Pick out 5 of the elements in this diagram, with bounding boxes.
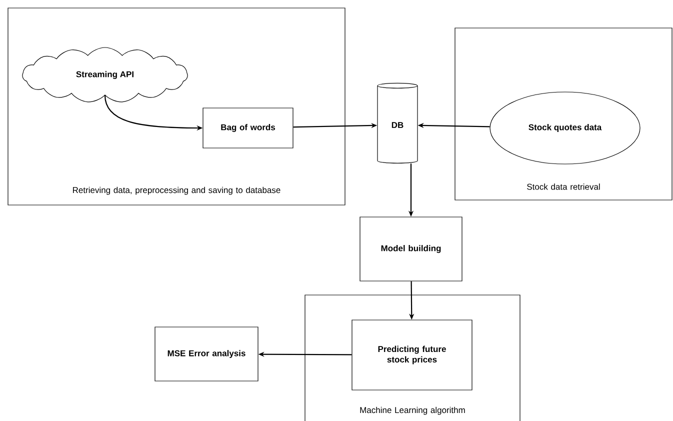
process-box: MSE Error analysis [154, 326, 258, 382]
process-box: Model building [360, 216, 462, 282]
database-cylinder: DB [377, 82, 418, 164]
process-box: Bag of words [202, 108, 294, 148]
process-box: Predicting future stock prices [352, 320, 472, 390]
